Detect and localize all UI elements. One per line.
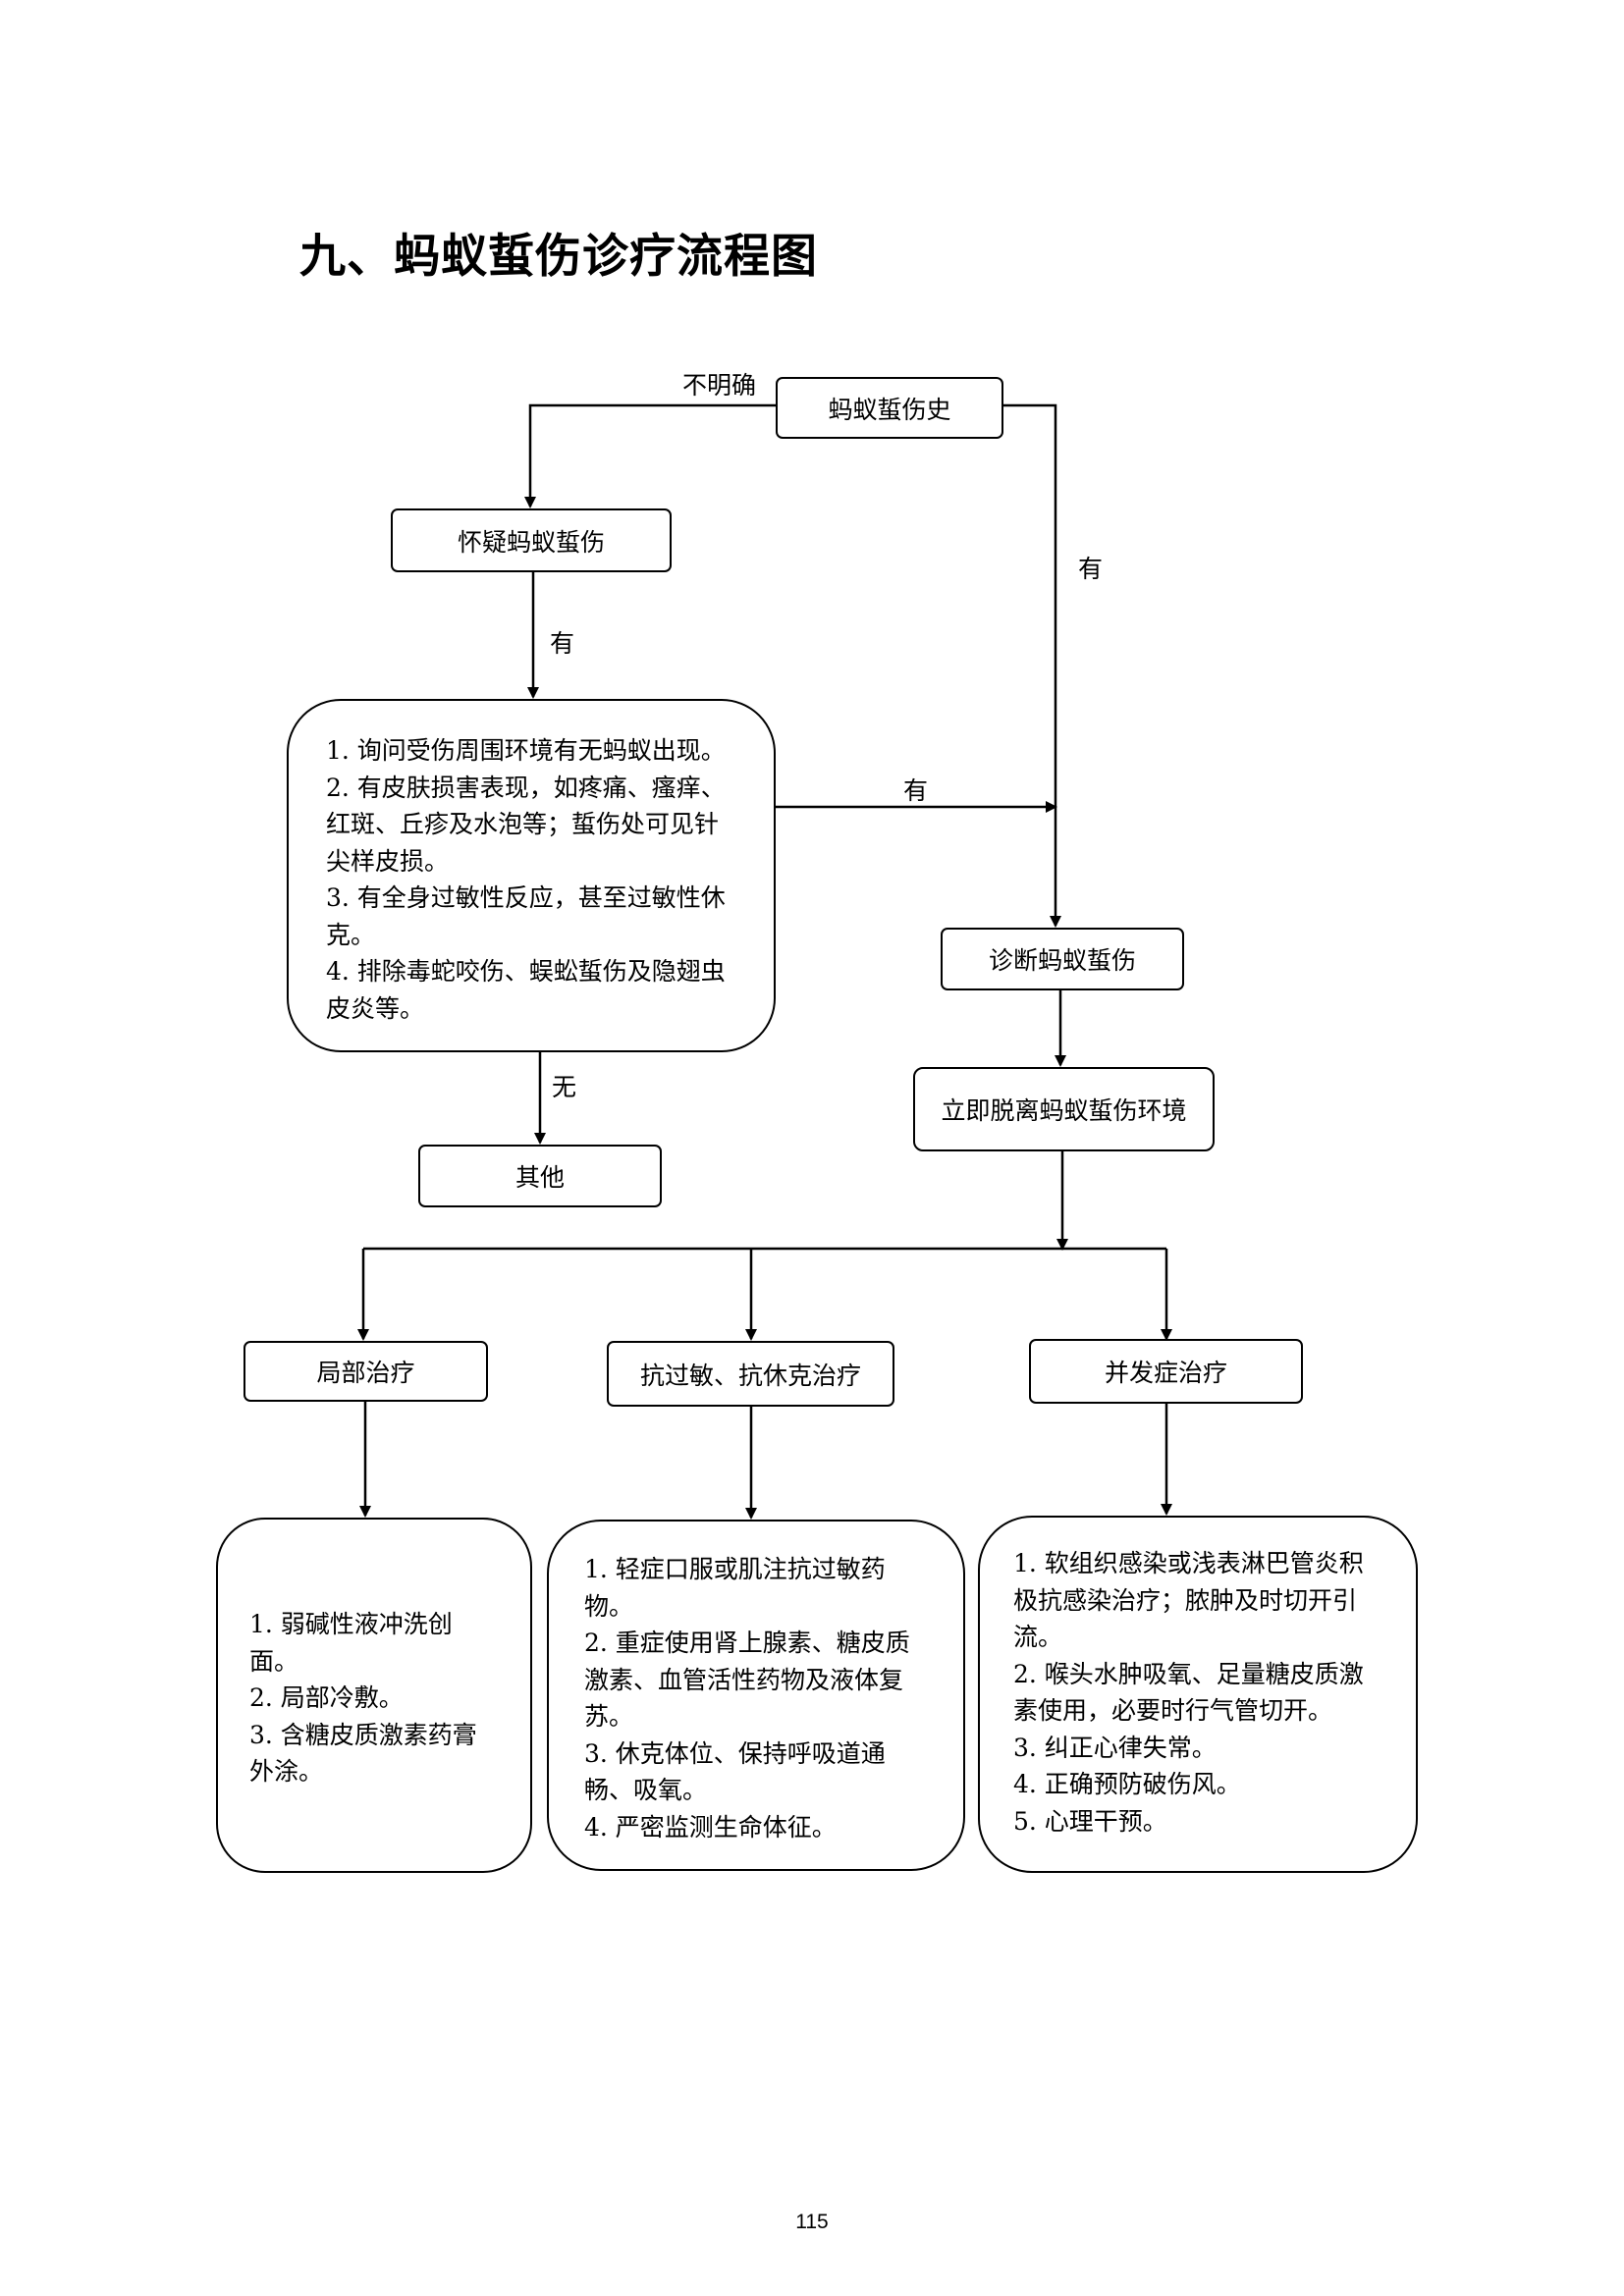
node-line: 物。 [584,1591,634,1621]
node-anti-allergy-treatment: 抗过敏、抗休克治疗 [607,1341,894,1407]
page-title: 九、蚂蚁蜇伤诊疗流程图 [299,230,818,284]
node-history: 蚂蚁蜇伤史 [776,377,1003,439]
edge-label-no: 无 [552,1073,577,1101]
node-local-detail: 1. 弱碱性液冲洗创面。 2. 局部冷敷。 3. 含糖皮质激素药膏外涂。 [216,1518,532,1873]
node-line: 1. 轻症口服或肌注抗过敏药 [584,1555,886,1583]
node-line: 畅、吸氧。 [584,1776,708,1804]
node-line: 4. 排除毒蛇咬伤、蜈蚣蜇伤及隐翅虫 [326,957,726,986]
node-criteria: 1. 询问受伤周围环境有无蚂蚁出现。 2. 有皮肤损害表现，如疼痛、瘙痒、红斑、丘… [287,699,776,1052]
node-line: 尖样皮损。 [326,846,450,876]
node-line: 3. 休克体位、保持呼吸道通 [584,1738,886,1768]
node-local-treatment: 局部治疗 [244,1341,488,1402]
node-line: 3. 有全身过敏性反应，甚至过敏性休 [326,883,726,912]
node-line: 3. 含糖皮质激素药膏 [249,1720,477,1749]
edge-label-unclear: 不明确 [682,371,757,400]
node-line: 1. 软组织感染或浅表淋巴管炎积 [1013,1549,1364,1577]
node-line: 2. 喉头水肿吸氧、足量糖皮质激 [1013,1659,1364,1688]
node-line: 克。 [326,920,376,949]
node-line: 激素、血管活性药物及液体复 [584,1665,904,1694]
edge-label-yes-right: 有 [1078,555,1104,583]
node-anti-allergy-detail: 1. 轻症口服或肌注抗过敏药物。 2. 重症使用肾上腺素、糖皮质激素、血管活性药物… [547,1520,965,1871]
node-line: 1. 弱碱性液冲洗创 [249,1610,453,1638]
edge-label-yes-mid: 有 [903,776,929,805]
node-leave-environment: 立即脱离蚂蚁蜇伤环境 [913,1067,1215,1151]
node-other: 其他 [418,1145,662,1207]
node-diagnosis: 诊断蚂蚁蜇伤 [941,928,1184,990]
node-line: 1. 询问受伤周围环境有无蚂蚁出现。 [326,736,726,765]
node-line: 2. 局部冷敷。 [249,1683,404,1712]
node-line: 皮炎等。 [326,993,425,1023]
node-line: 3. 纠正心律失常。 [1013,1733,1217,1762]
node-line: 流。 [1013,1623,1063,1651]
node-line: 4. 正确预防破伤风。 [1013,1770,1241,1798]
node-suspected: 怀疑蚂蚁蜇伤 [391,508,672,572]
node-line: 2. 重症使用肾上腺素、糖皮质 [584,1629,910,1657]
node-line: 4. 严密监测生命体征。 [584,1812,837,1842]
node-line: 苏。 [584,1702,634,1731]
node-line: 2. 有皮肤损害表现，如疼痛、瘙痒、 [326,773,726,802]
edge-history-to-suspected [524,403,776,508]
node-complication-detail: 1. 软组织感染或浅表淋巴管炎积极抗感染治疗；脓肿及时切开引流。 2. 喉头水肿吸… [978,1516,1418,1873]
node-line: 面。 [249,1646,299,1676]
edge-label-yes-down: 有 [550,629,575,658]
edge-history-to-diagnosis [1003,403,1061,928]
node-line: 素使用，必要时行气管切开。 [1013,1696,1333,1725]
node-complication-treatment: 并发症治疗 [1029,1339,1303,1404]
page-number: 115 [795,2211,829,2233]
node-line: 5. 心理干预。 [1013,1806,1167,1836]
node-line: 极抗感染治疗；脓肿及时切开引 [1013,1585,1358,1615]
node-line: 外涂。 [249,1757,324,1786]
node-line: 红斑、丘疹及水泡等；蜇伤处可见针 [326,810,720,838]
